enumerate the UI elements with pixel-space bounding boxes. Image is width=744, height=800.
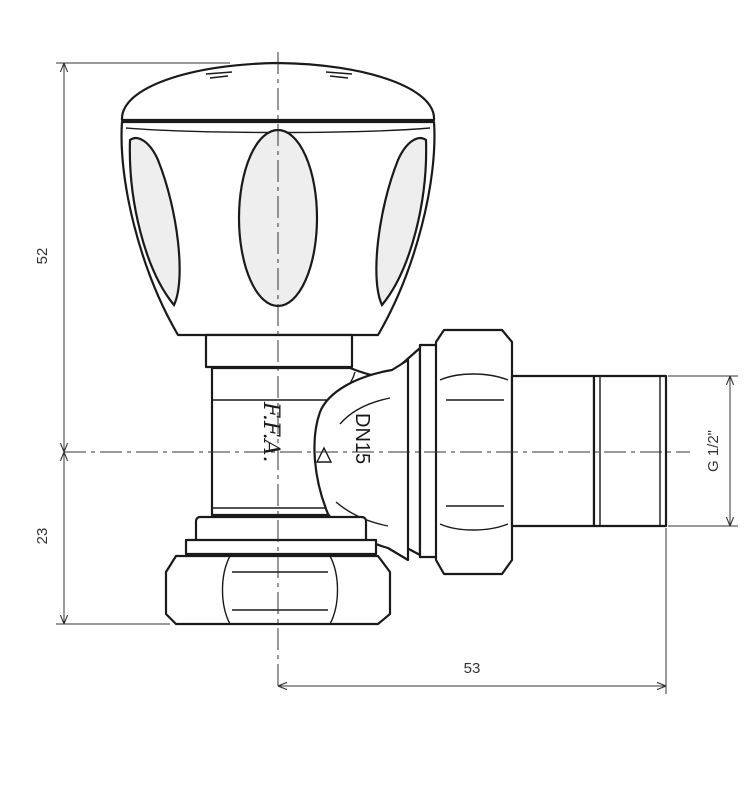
dimension-53: 53	[278, 528, 667, 694]
nut-collar-2	[184, 538, 378, 556]
handwheel	[120, 61, 436, 337]
dim-label-53: 53	[464, 660, 481, 677]
boss-inner-line	[339, 397, 391, 425]
union-hex-face-top	[439, 373, 509, 381]
tail-pipe	[510, 374, 596, 528]
dome-mark-right	[325, 71, 353, 79]
grip-oval-left	[128, 136, 181, 308]
union-hex-face-bottom	[439, 523, 509, 531]
size-marking: DN15	[351, 413, 373, 464]
grip-oval-right	[375, 136, 428, 308]
nut-face-line	[232, 571, 328, 611]
dimension-thread: G 1/2"	[668, 375, 738, 527]
nut-face-left	[221, 555, 231, 625]
nut-hex	[164, 554, 392, 626]
dimension-23: 23	[34, 452, 64, 624]
dim-label-23: 23	[34, 528, 51, 545]
flow-arrow-icon	[315, 446, 333, 463]
bottom-hex-nut	[164, 515, 392, 626]
dimension-52: 52	[34, 62, 230, 625]
dome-mark-left	[205, 71, 233, 79]
tail-thread	[592, 374, 668, 528]
thread-edge	[599, 376, 661, 526]
dim-label-52: 52	[34, 248, 51, 265]
dim-label-thread: G 1/2"	[705, 430, 722, 472]
brand-marking: F.F.A.	[258, 401, 283, 463]
nut-face-right	[329, 555, 339, 625]
valve-neck	[204, 333, 354, 369]
right-connection	[418, 328, 668, 576]
